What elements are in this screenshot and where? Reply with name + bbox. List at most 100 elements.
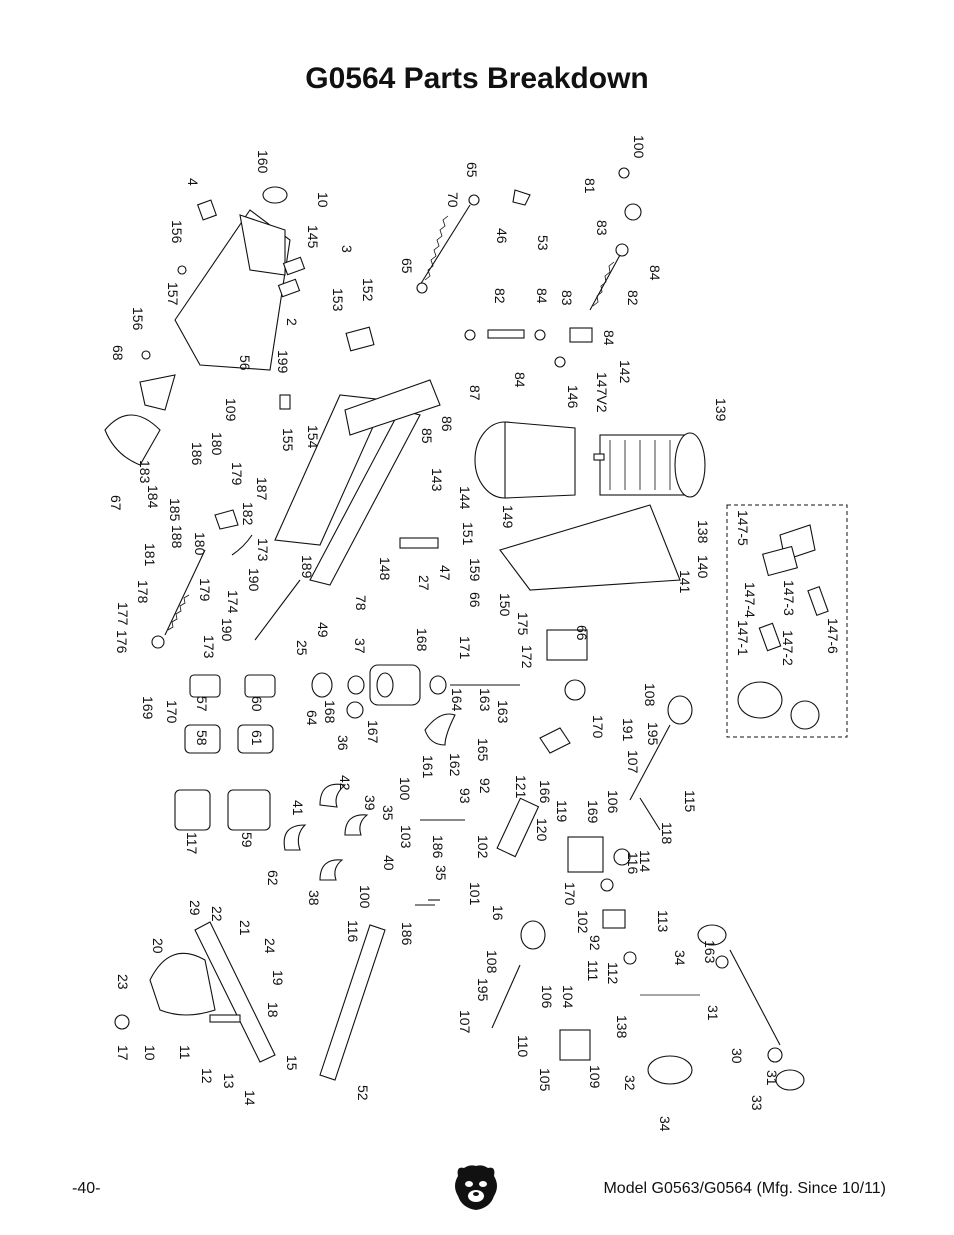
part-label: 163 — [477, 688, 493, 712]
part-label: 29 — [187, 900, 203, 916]
part-label: 19 — [270, 970, 286, 986]
part-label: 35 — [433, 865, 449, 881]
part-label: 166 — [537, 780, 553, 804]
part-label: 4 — [185, 178, 201, 186]
part-label: 139 — [713, 398, 729, 422]
part-labels: 160 10 145 4 3 2 156 157 156 68 56 199 1… — [108, 135, 841, 1132]
part-label: 68 — [110, 345, 126, 361]
part-label: 150 — [497, 593, 513, 617]
frame-group — [274, 379, 681, 591]
part-label: 41 — [290, 800, 306, 816]
part-label: 64 — [304, 710, 320, 726]
part-label: 38 — [306, 890, 322, 906]
part-label: 115 — [682, 790, 698, 813]
part-label: 199 — [275, 350, 291, 374]
part-label: 16 — [490, 905, 506, 921]
part-label: 190 — [246, 568, 262, 592]
part-label: 117 — [184, 832, 200, 855]
part-label: 53 — [535, 235, 551, 251]
part-label: 179 — [229, 462, 245, 486]
part-label: 56 — [237, 355, 253, 371]
part-label: 100 — [631, 135, 647, 159]
part-label: 167 — [365, 720, 381, 744]
parts-breakdown-diagram: 160 10 145 4 3 2 156 157 156 68 56 199 1… — [0, 110, 954, 1160]
part-label: 162 — [447, 753, 463, 777]
part-label: 105 — [537, 1068, 553, 1092]
part-label: 151 — [460, 522, 476, 546]
part-label: 177 — [115, 602, 131, 626]
part-label: 18 — [265, 1002, 281, 1018]
part-label: 116 — [345, 920, 361, 943]
part-label: 176 — [114, 630, 130, 654]
part-label: 108 — [484, 950, 500, 974]
part-label: 58 — [194, 730, 210, 746]
part-label: 107 — [457, 1010, 473, 1034]
part-label: 170 — [590, 715, 606, 739]
part-label: 39 — [362, 795, 378, 811]
part-label: 32 — [622, 1075, 638, 1091]
motor-group — [474, 421, 706, 499]
part-label: 85 — [419, 428, 435, 444]
part-label: 27 — [416, 575, 432, 591]
part-label: 106 — [605, 790, 621, 814]
part-label: 147-2 — [780, 630, 796, 666]
part-label: 100 — [357, 885, 373, 909]
part-label: 121 — [513, 775, 529, 799]
part-label: 84 — [534, 288, 550, 304]
part-label: 21 — [237, 920, 253, 936]
part-label: 83 — [594, 220, 610, 236]
arm-group — [424, 629, 693, 831]
part-label: 147-5 — [735, 510, 751, 546]
part-label: 40 — [381, 855, 397, 871]
part-label: 163 — [495, 700, 511, 724]
clamp-group — [283, 783, 369, 881]
part-label: 2 — [284, 318, 300, 326]
part-label: 141 — [677, 570, 693, 594]
part-label: 12 — [199, 1068, 215, 1084]
part-label: 66 — [574, 625, 590, 641]
part-label: 36 — [335, 735, 351, 751]
part-label: 66 — [467, 592, 483, 608]
part-label: 180 — [209, 432, 225, 456]
part-label: 173 — [255, 538, 271, 562]
part-label: 82 — [492, 288, 508, 304]
part-label: 108 — [642, 683, 658, 707]
shaft-assembly-group — [640, 924, 805, 1091]
roller-group — [174, 664, 520, 831]
part-label: 52 — [355, 1085, 371, 1101]
part-label: 17 — [115, 1045, 131, 1061]
part-label: 186 — [430, 835, 446, 859]
bear-logo-icon — [455, 1165, 497, 1210]
part-label: 147-6 — [825, 618, 841, 654]
part-label: 107 — [625, 750, 641, 774]
part-label: 103 — [398, 825, 414, 849]
part-label: 164 — [449, 688, 465, 712]
part-label: 182 — [240, 502, 256, 526]
part-label: 112 — [605, 962, 621, 985]
part-label: 84 — [512, 372, 528, 388]
part-label: 175 — [515, 612, 531, 636]
part-label: 109 — [223, 398, 239, 422]
part-label: 84 — [601, 330, 617, 346]
part-label: 153 — [330, 288, 346, 312]
part-label: 67 — [108, 495, 124, 511]
part-label: 143 — [429, 468, 445, 492]
part-label: 118 — [659, 822, 675, 845]
part-label: 102 — [475, 835, 491, 859]
part-label: 24 — [262, 938, 278, 954]
part-label: 13 — [221, 1073, 237, 1089]
part-label: 42 — [337, 775, 353, 791]
part-label: 3 — [339, 245, 355, 253]
part-label: 101 — [467, 882, 483, 906]
page-number: -40- — [72, 1180, 101, 1197]
part-label: 174 — [225, 590, 241, 614]
part-label: 10 — [142, 1045, 158, 1061]
part-label: 169 — [585, 800, 601, 824]
model-footer: Model G0563/G0564 (Mfg. Since 10/11) — [603, 1180, 886, 1197]
part-label: 86 — [439, 416, 455, 432]
part-label: 119 — [554, 800, 570, 823]
part-label: 186 — [189, 442, 205, 466]
part-label: 183 — [137, 460, 153, 484]
part-label: 31 — [705, 1005, 721, 1021]
part-label: 170 — [164, 700, 180, 724]
